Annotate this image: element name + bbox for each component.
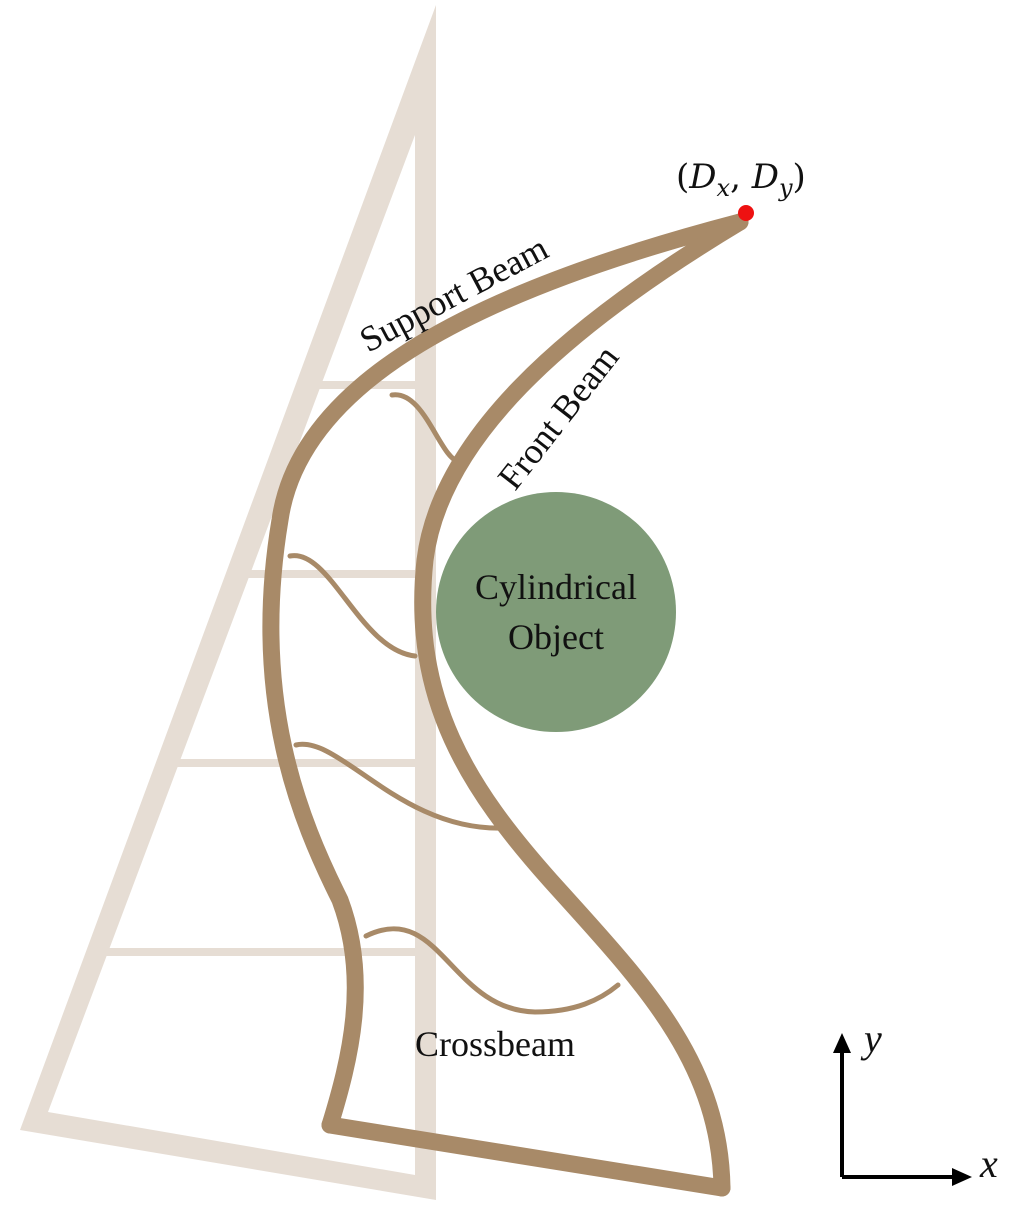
cylinder-circle <box>436 492 676 732</box>
arrow-right-icon <box>952 1168 972 1186</box>
base-beam <box>321 1116 731 1197</box>
crossbeam-4 <box>363 926 621 1015</box>
tip-point-marker <box>738 205 754 221</box>
arrow-up-icon <box>833 1033 851 1053</box>
undeformed-rib-4 <box>106 948 416 956</box>
support-beam <box>262 213 749 1134</box>
crossbeam-label: Crossbeam <box>415 1024 575 1064</box>
undeformed-rib-2 <box>248 570 416 578</box>
deformed-gripper <box>262 213 749 1197</box>
y-axis-label: y <box>860 1016 882 1061</box>
tip-point-label: (Dx, Dy) <box>676 157 806 202</box>
undeformed-outline <box>20 5 436 1200</box>
crossbeam-2 <box>287 553 418 659</box>
cylinder-label-line1: Cylindrical <box>475 567 637 607</box>
cylinder-label-line2: Object <box>508 617 604 657</box>
front-beam <box>414 213 749 1197</box>
crossbeam-3 <box>293 741 508 831</box>
coordinate-axes: x y <box>833 1016 998 1186</box>
undeformed-frame <box>20 5 436 1200</box>
x-axis-label: x <box>979 1141 998 1186</box>
cylindrical-object: Cylindrical Object <box>436 492 676 732</box>
